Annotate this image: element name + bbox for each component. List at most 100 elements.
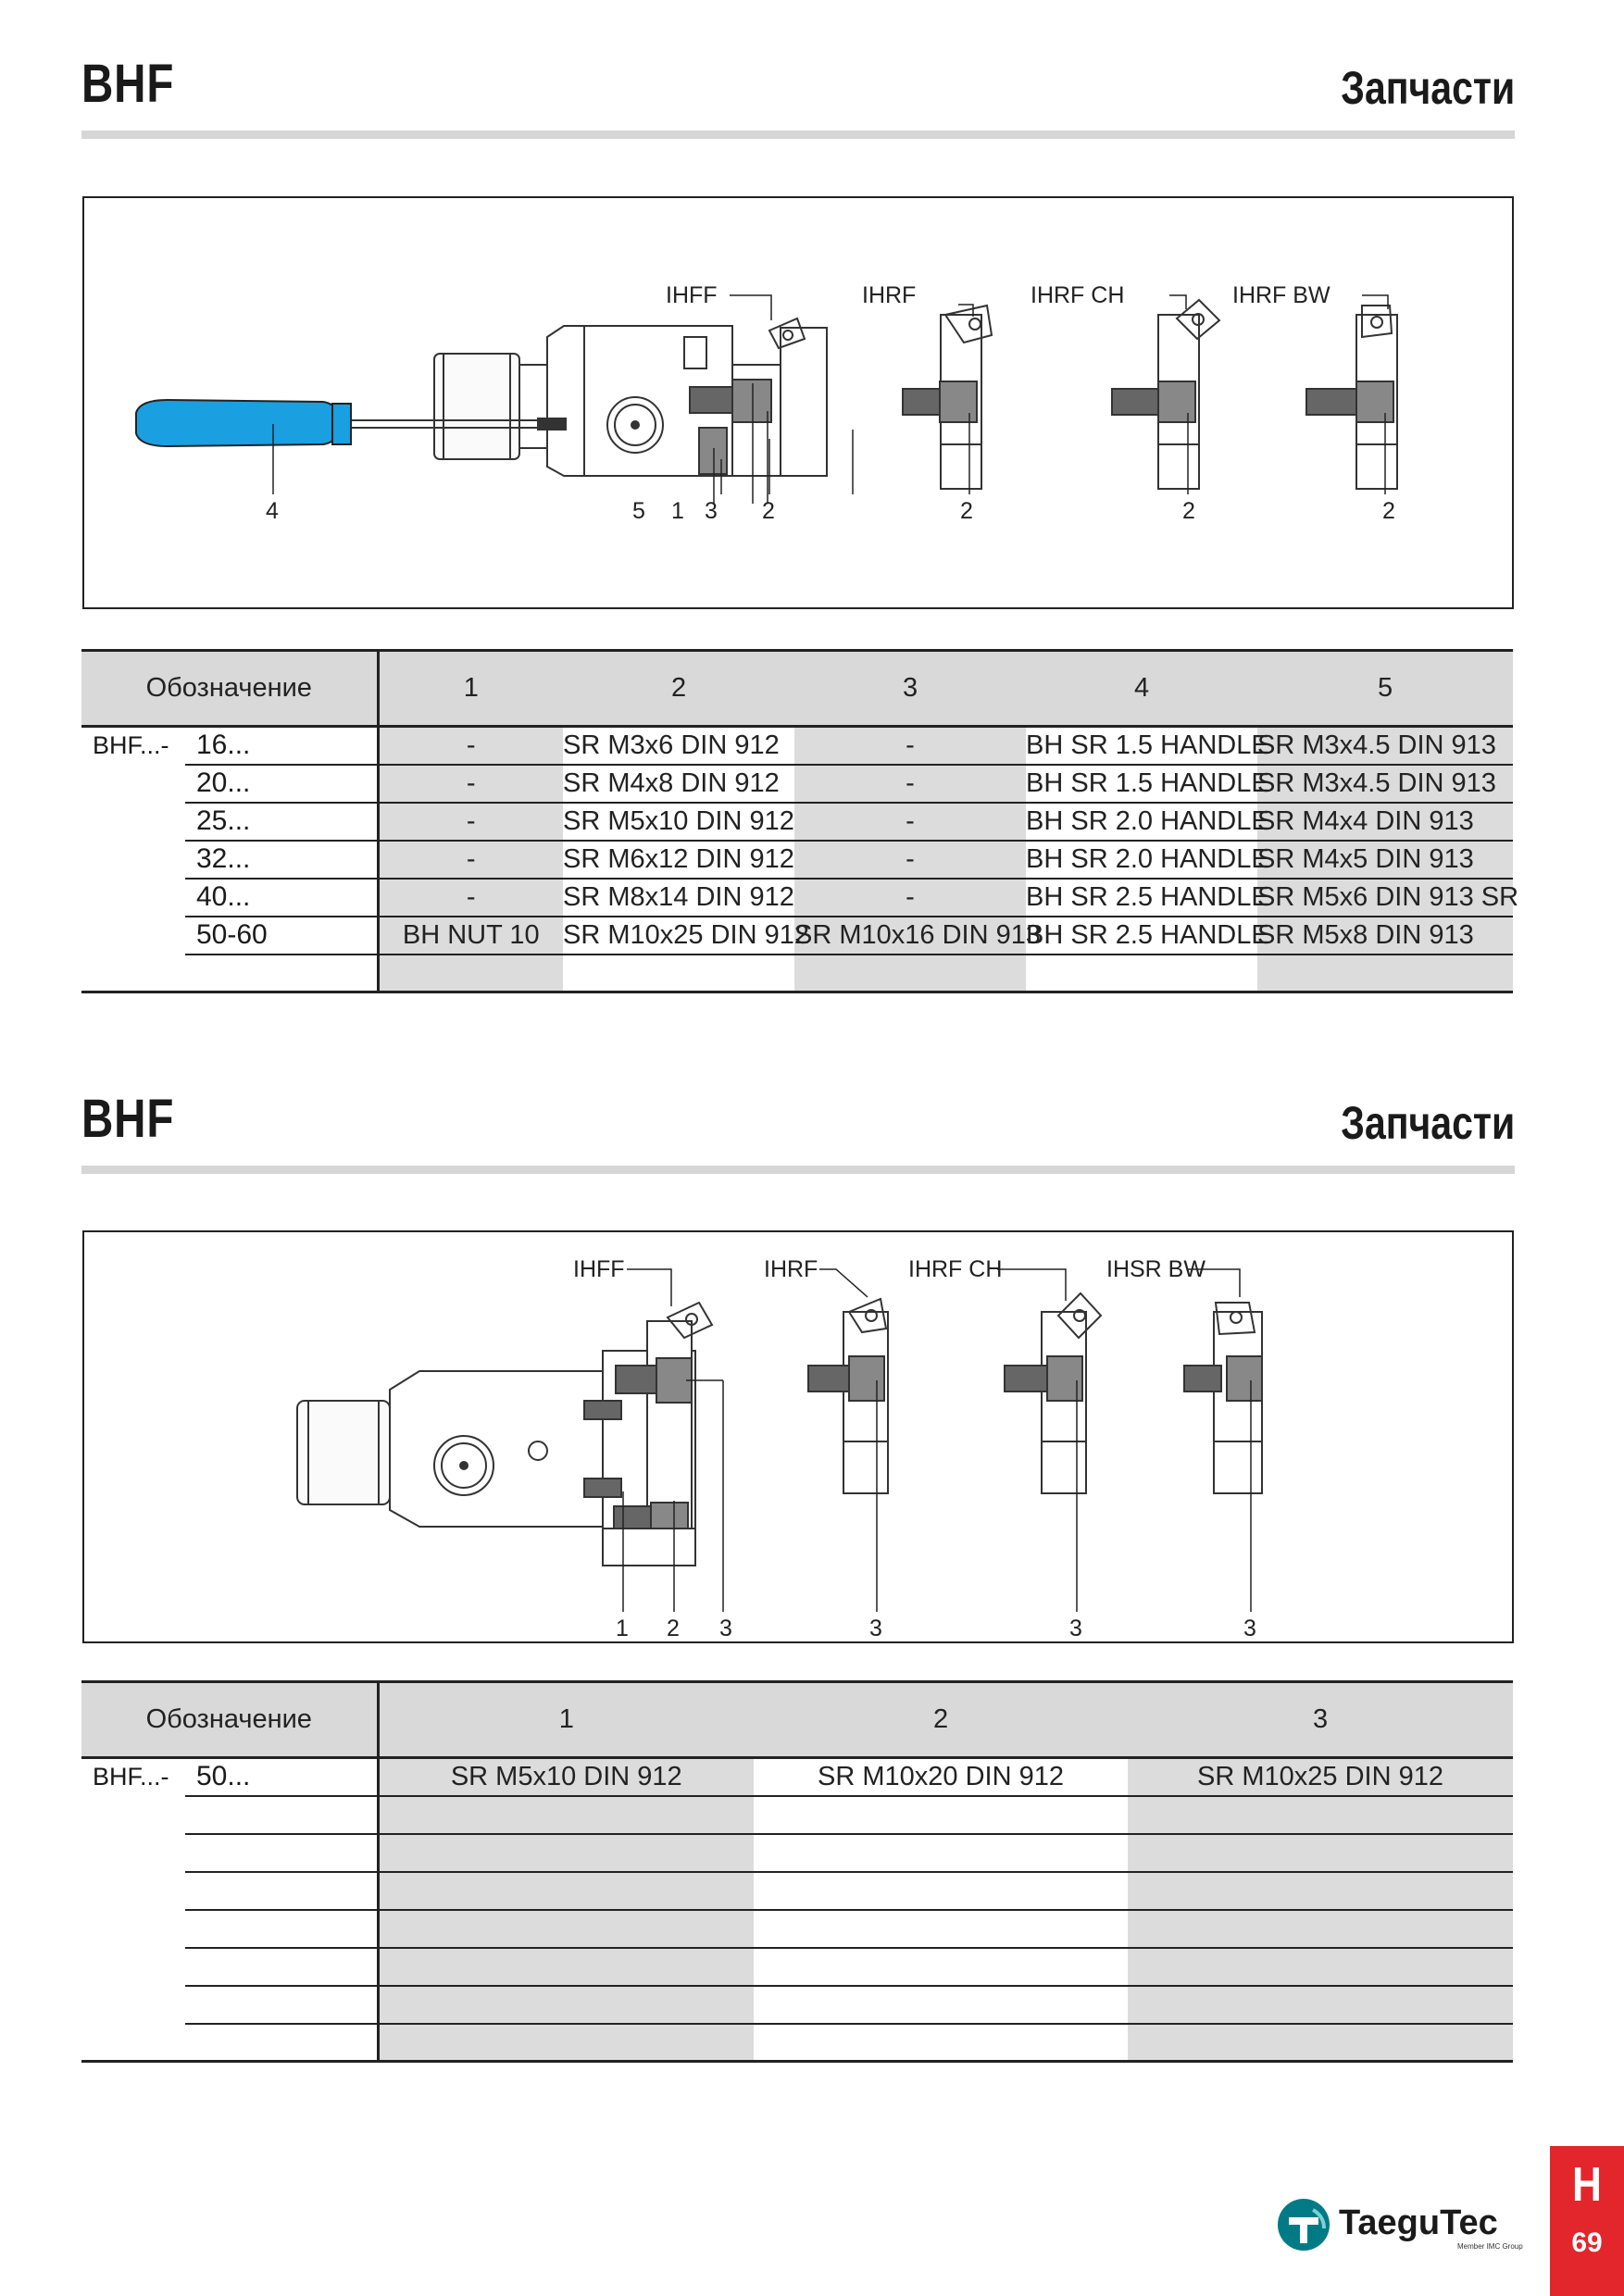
callout-4: 4 [266,498,279,524]
model-cell: 50... [185,1757,379,1797]
part-cell [1128,1833,1514,1873]
header-col-5: 5 [1377,673,1393,703]
callout-2b: 2 [960,498,973,524]
part-cell: BH SR 1.5 HANDLE [1026,764,1269,804]
part-cell: SR M4x4 DIN 913 [1257,802,1514,842]
part-cell: BH NUT 10 [376,916,564,955]
model-cell: 32... [185,840,379,880]
callout-3: 3 [705,498,718,524]
part-cell [1128,1909,1514,1949]
part-cell: - [376,878,564,917]
part-cell: SR M3x6 DIN 912 [563,726,795,766]
brand-tagline: Member IMC Group [1457,2242,1523,2251]
section1-title: BHF [81,54,175,114]
part-cell [1128,1871,1514,1911]
part-cell: - [376,726,564,766]
callout-2d: 2 [1382,498,1395,524]
callout-5: 5 [632,498,645,524]
part-cell: - [794,764,1027,804]
series-label: BHF...- [93,1763,169,1791]
boring-head-drawing-2: IHFF IHRF IHRF CH IHSR BW 1 2 3 3 3 3 [296,1256,1263,1641]
callout-2c: 2 [1182,498,1195,524]
part-cell [563,954,795,993]
brand-name: TaeguTec [1339,2203,1498,2242]
header-designation: Обозначение [145,673,312,703]
table-row [81,954,1514,993]
label-ihsr-bw-2: IHSR BW [1106,1256,1206,1282]
label-ihrf-1: IHRF [862,282,916,308]
header-designation: Обозначение [145,1704,312,1734]
callout-3c: 3 [1069,1616,1082,1641]
part-cell: BH SR 2.0 HANDLE [1026,840,1269,880]
callout-2e: 2 [667,1616,680,1641]
header-col-4: 4 [1133,673,1150,703]
part-cell: - [794,840,1027,880]
section2-figure: IHFF IHRF IHRF CH IHSR BW 1 2 3 3 3 3 [82,1230,1514,1643]
part-cell: SR M4x5 DIN 913 [1257,840,1514,880]
section2-parts-table: Обозначение 1 2 3 BHF...- 50... SR M5x10… [81,1680,1514,2063]
section2-rule [81,1166,1515,1174]
label-ihrf-bw-1: IHRF BW [1232,282,1330,308]
part-cell [376,1871,755,1911]
part-cell: SR M6x12 DIN 912 [563,840,795,880]
taegutec-logo: TaeguTec Member IMC Group [1276,2197,1523,2252]
boring-head-drawing: IHFF IHRF IHRF CH IHRF BW 4 5 1 3 2 2 2 … [135,282,1398,524]
part-cell [754,1795,1129,1835]
section1-header: BHF Запчасти [81,54,1515,119]
callout-1b: 1 [616,1616,629,1641]
part-cell [1257,954,1514,993]
part-cell [754,1985,1129,2025]
label-ihff-2: IHFF [573,1256,625,1282]
callout-1: 1 [671,498,684,524]
section2-right-title: Запчасти [1341,1097,1515,1149]
table-row: 50-60 BH NUT 10 SR M10x25 DIN 912 SR M10… [81,916,1514,955]
label-ihrf-ch-2: IHRF CH [908,1256,1002,1282]
table-row: BHF...- 50... SR M5x10 DIN 912 SR M10x20… [81,1757,1514,1797]
model-cell [185,1833,379,1873]
part-cell: - [794,802,1027,842]
table-row [81,1985,1514,2025]
header-col-3: 3 [1312,1704,1329,1734]
part-cell: BH SR 2.0 HANDLE [1026,802,1269,842]
part-cell: SR M5x10 DIN 912 [376,1757,755,1797]
model-cell: 20... [185,764,379,804]
section1-rule [81,131,1515,139]
part-cell [1026,954,1258,993]
table2-header-row: Обозначение 1 2 3 [81,1681,1514,1758]
part-cell [376,1833,755,1873]
part-cell [376,1985,755,2025]
part-cell: SR M10x20 DIN 912 [754,1757,1129,1797]
part-cell: SR M8x14 DIN 912 [563,878,795,917]
part-cell [1128,1985,1514,2025]
model-cell [185,954,379,993]
table-row [81,1795,1514,1835]
header-col-2: 2 [670,673,687,703]
part-cell: SR M5x6 DIN 913 SR [1257,878,1518,917]
model-cell [185,1871,379,1911]
table-row [81,1833,1514,1873]
part-cell [1128,2023,1514,2063]
table1-header-row: Обозначение 1 2 3 4 5 [81,650,1514,727]
part-cell [754,2023,1129,2063]
part-cell [754,1909,1129,1949]
part-cell [754,1833,1129,1873]
table-row [81,2023,1514,2063]
label-ihrf-2: IHRF [764,1256,818,1282]
part-cell: BH SR 2.5 HANDLE [1026,878,1269,917]
table-row: 32... - SR M6x12 DIN 912 - BH SR 2.0 HAN… [81,840,1514,880]
model-cell [185,1909,379,1949]
part-cell: SR M4x8 DIN 912 [563,764,795,804]
part-cell: SR M10x25 DIN 912 [563,916,809,955]
part-cell [376,1947,755,1987]
callout-3d: 3 [1243,1616,1256,1641]
model-cell [185,1795,379,1835]
table-row [81,1947,1514,1987]
table-row [81,1909,1514,1949]
section2-header: BHF Запчасти [81,1089,1515,1154]
part-cell [1128,1795,1514,1835]
part-cell: SR M3x4.5 DIN 913 [1257,726,1514,766]
model-cell: 40... [185,878,379,917]
callout-2a: 2 [762,498,775,524]
header-col-3: 3 [902,673,918,703]
model-cell [185,1947,379,1987]
